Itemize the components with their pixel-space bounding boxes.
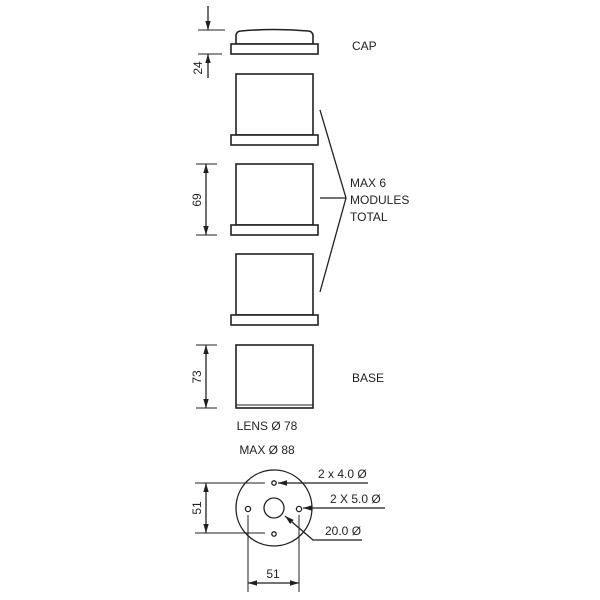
small-hole-label: 2 x 4.0 Ø [318,467,367,481]
cap-gap-value: 24 [191,61,205,75]
modules-label-line1: MAX 6 [350,176,386,190]
base [235,344,314,409]
hole-spacing-horizontal-value: 51 [266,567,280,581]
cap-label: CAP [352,39,377,53]
lens-diameter-label: LENS Ø 78 [237,419,298,433]
module-2 [230,163,319,236]
base-height-dimension: 73 [190,344,217,409]
modules-label-line3: TOTAL [350,210,388,224]
hole-top [271,480,277,486]
module-height-dimension: 69 [190,163,217,236]
base-height-value: 73 [190,370,204,384]
cap-gap-dimension: 24 [191,6,225,78]
hole-bottom [271,531,277,537]
cap [230,28,319,55]
mounting-plate-view: 51 51 2 x 4.0 Ø 2 X 5.0 Ø 20.0 Ø [190,467,385,592]
modules-bracket [319,109,347,293]
module-1 [230,73,319,146]
base-label: BASE [352,371,384,385]
modules-label-line2: MODULES [350,193,409,207]
hole-right [295,505,303,513]
module-3 [230,253,319,326]
hole-left [244,505,252,513]
module-height-value: 69 [190,193,204,207]
hole-spacing-vertical-value: 51 [190,501,204,515]
center-hole [263,497,285,519]
center-hole-label: 20.0 Ø [325,524,361,538]
medium-hole-label: 2 X 5.0 Ø [330,492,381,506]
max-diameter-label: MAX Ø 88 [239,443,295,457]
